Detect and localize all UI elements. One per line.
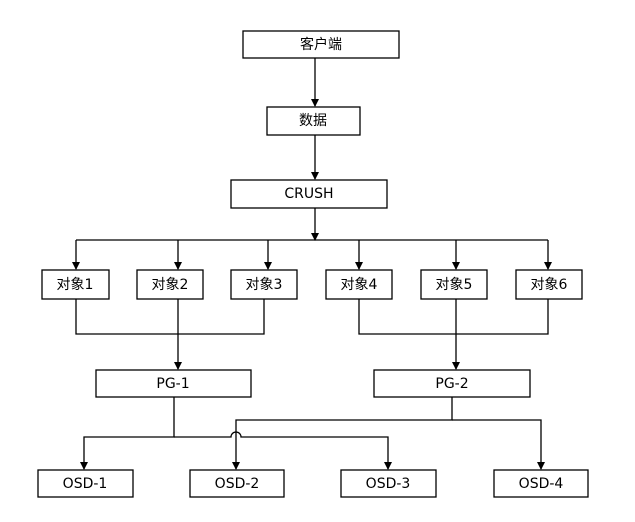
node-obj4: 对象4 (325, 269, 393, 300)
node-data-label: 数据 (299, 113, 327, 129)
node-osd2: OSD-2 (189, 469, 285, 498)
edge-pg2-to-osd2-osd4 (232, 397, 453, 470)
node-client: 客户端 (242, 30, 400, 59)
node-obj2-label: 对象2 (152, 277, 189, 293)
node-obj5-label: 对象5 (436, 277, 473, 293)
node-data: 数据 (266, 106, 361, 136)
node-obj3-label: 对象3 (246, 277, 283, 293)
node-osd1-label: OSD-1 (63, 476, 108, 492)
node-obj4-label: 对象4 (341, 277, 378, 293)
node-obj6: 对象6 (515, 269, 583, 300)
node-osd1: OSD-1 (37, 469, 134, 498)
node-obj2: 对象2 (136, 269, 204, 300)
node-pg1-label: PG-1 (156, 376, 189, 392)
node-obj3: 对象3 (230, 269, 298, 300)
node-pg2-label: PG-2 (435, 376, 468, 392)
node-crush: CRUSH (230, 179, 388, 209)
node-obj1: 对象1 (41, 269, 110, 300)
node-pg2: PG-2 (373, 369, 531, 398)
node-osd2-label: OSD-2 (215, 476, 260, 492)
node-obj6-label: 对象6 (531, 277, 568, 293)
edge-pg1-to-osd1-osd3 (80, 397, 175, 470)
node-osd4: OSD-4 (493, 469, 589, 498)
edge-obj1-3-merge (75, 299, 265, 335)
node-osd3-label: OSD-3 (366, 476, 411, 492)
node-crush-label: CRUSH (284, 186, 333, 202)
edge-pg1-to-osd3 (174, 431, 392, 470)
node-osd3: OSD-3 (340, 469, 437, 498)
node-pg1: PG-1 (95, 369, 252, 398)
edge-pg2-to-osd4 (452, 419, 545, 470)
node-client-label: 客户端 (300, 36, 342, 53)
edges (72, 58, 552, 470)
edge-obj4-6-merge (358, 299, 549, 335)
node-obj1-label: 对象1 (57, 277, 94, 293)
node-osd4-label: OSD-4 (519, 476, 564, 492)
nodes: 客户端 数据 CRUSH 对象1 对象2 对象3 对象4 对象5 (37, 30, 589, 498)
node-obj5: 对象5 (420, 269, 488, 300)
